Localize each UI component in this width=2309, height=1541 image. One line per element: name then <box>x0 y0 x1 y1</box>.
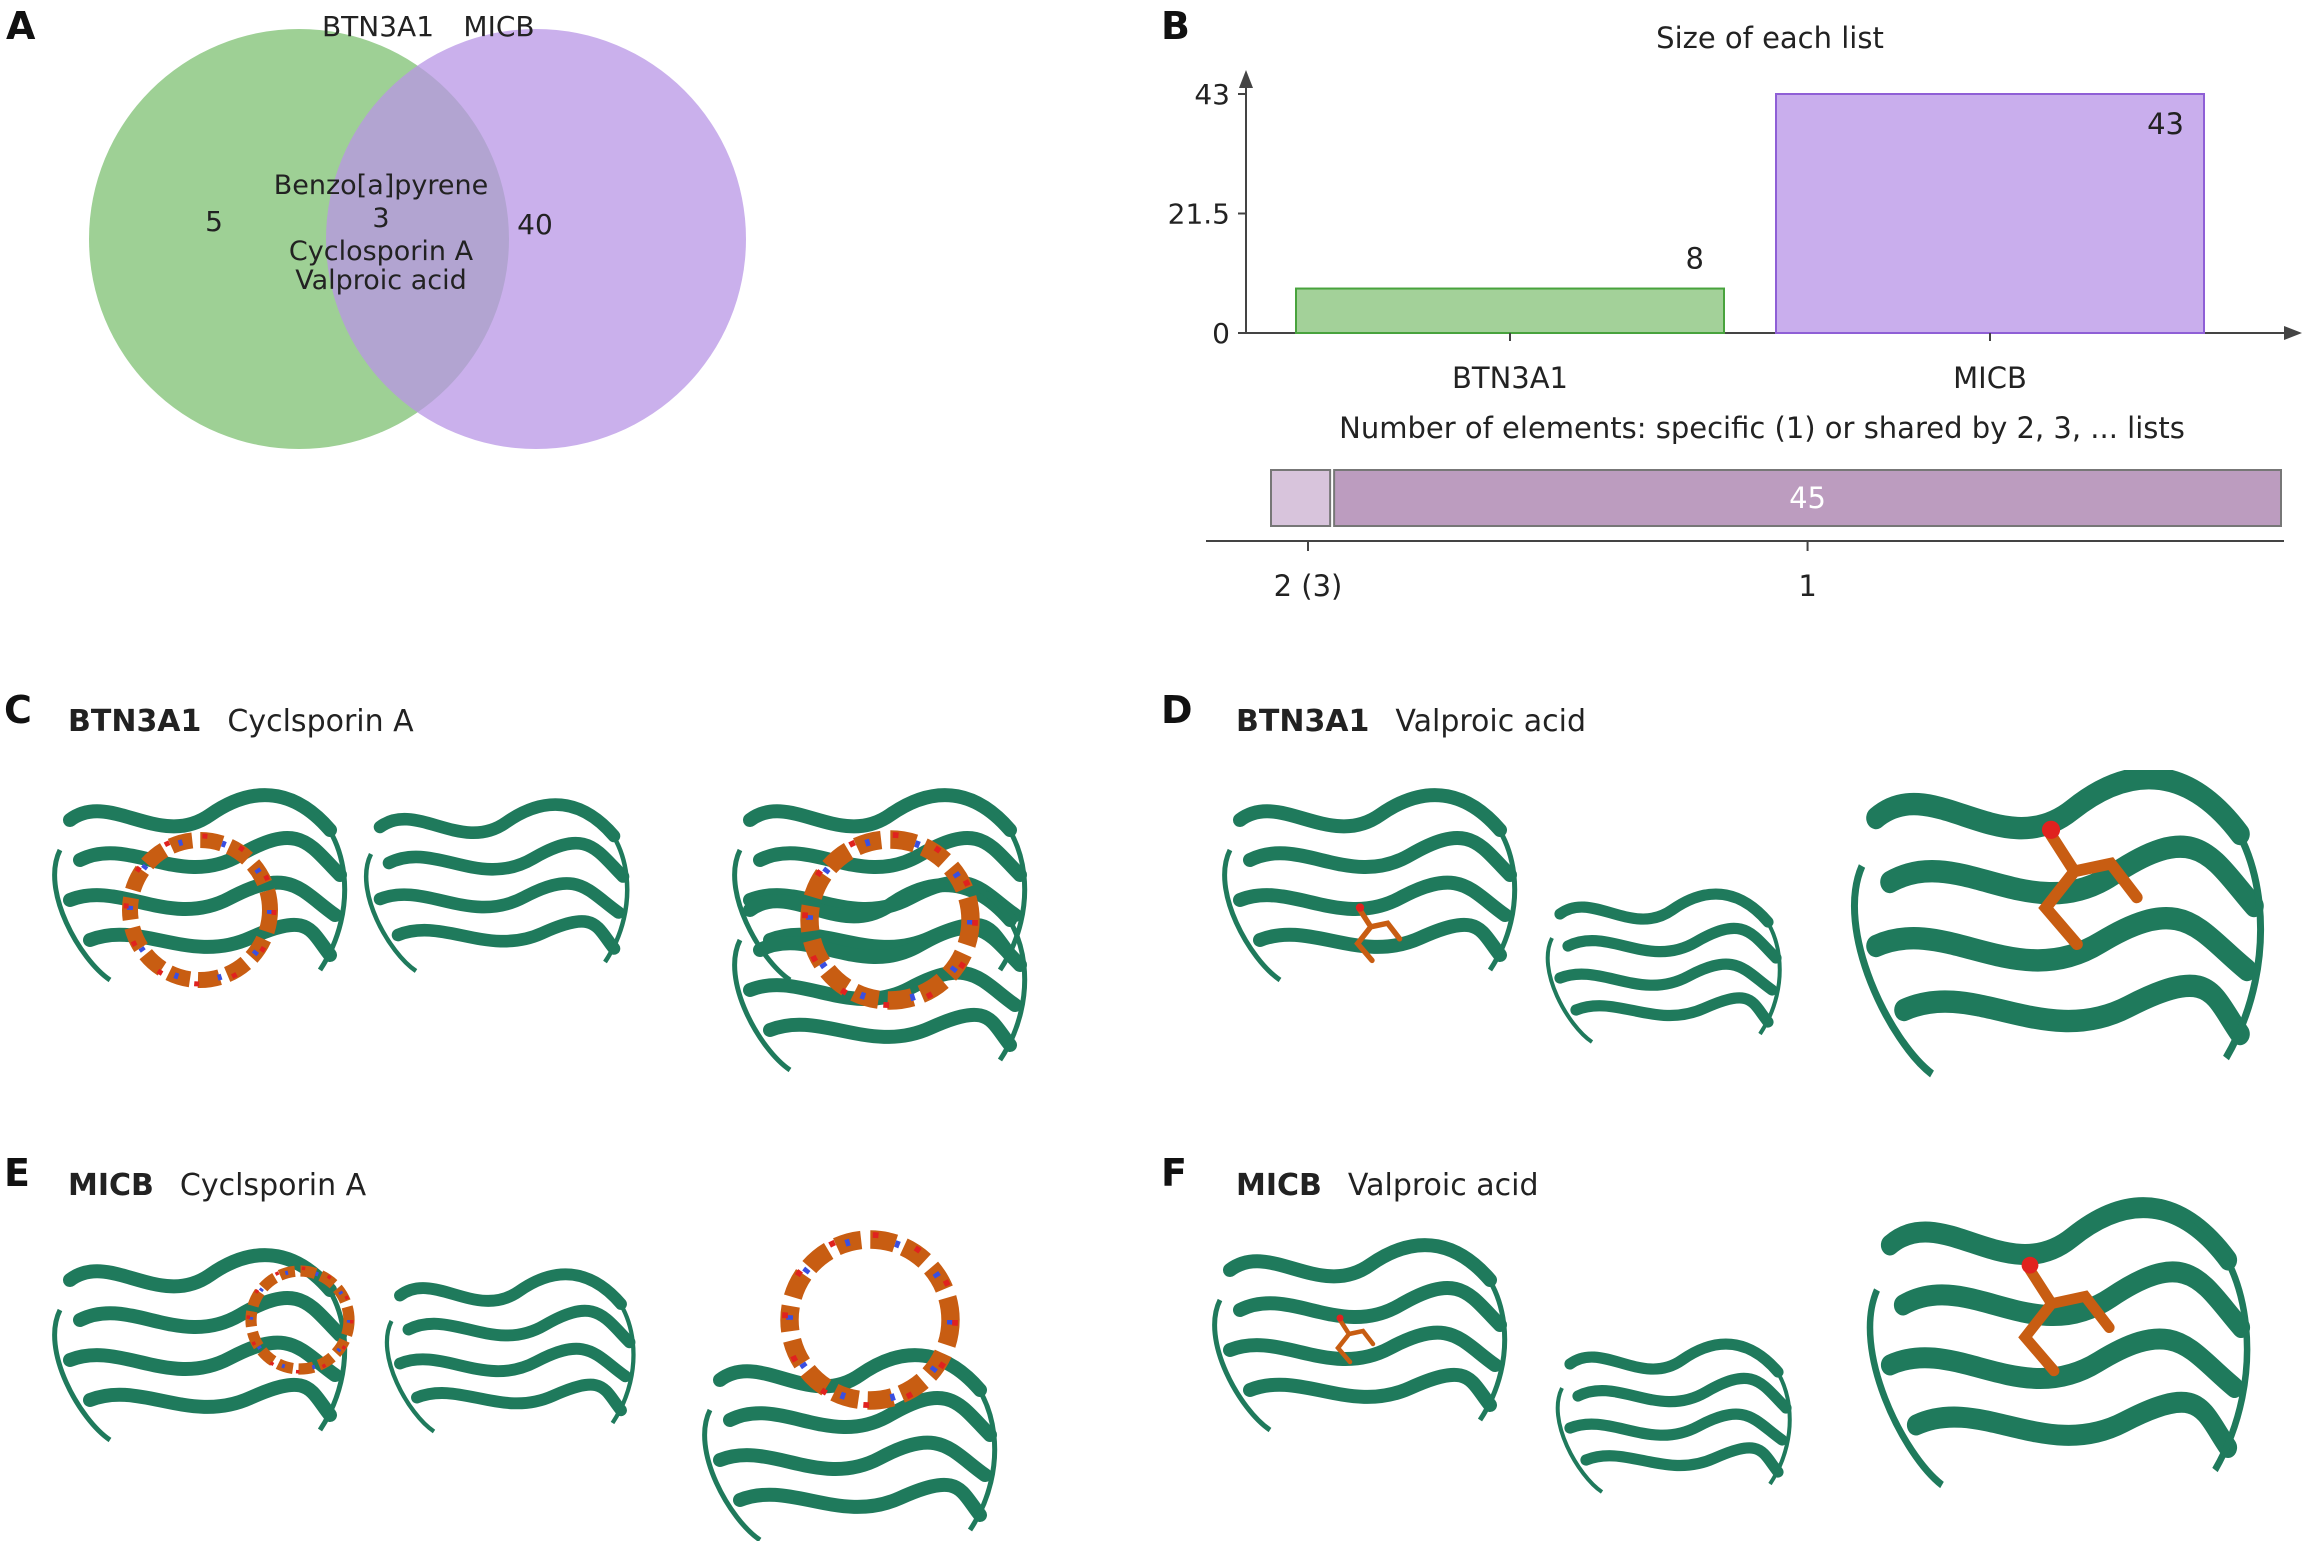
secondary-tick-label: 2 (3) <box>1274 569 1343 603</box>
venn-left-label: BTN3A1 <box>322 10 434 43</box>
bar-btn3a1 <box>1295 287 1725 334</box>
panel-c-heading: BTN3A1 Cyclsporin A <box>68 704 414 739</box>
shared-bar-segment <box>1333 469 2282 527</box>
panel-a-letter: A <box>6 4 36 48</box>
bar-value-label: 8 <box>1686 242 1704 276</box>
y-axis-arrow <box>1239 70 1253 88</box>
list-size-chart: Size of each list 021.543 8BTN3A143MICB … <box>1168 21 2302 603</box>
x-category-label: BTN3A1 <box>1452 361 1568 395</box>
y-ticks-group: 0 21.5 43 <box>1168 78 1246 350</box>
panel-f-structure-closeup <box>1870 1208 2247 1485</box>
panel-e-structure-closeup <box>705 1235 995 1540</box>
venn-diagram: BTN3A1 MICB 5 40 Benzo[a]pyrene 3 Cyclos… <box>89 10 746 449</box>
venn-intersection-count: 3 <box>372 203 389 234</box>
venn-intersection-item-1: Benzo[a]pyrene <box>274 170 489 201</box>
secondary-bars-group: 45 2 (3) 1 <box>1270 469 2282 603</box>
panel-c-structure-overview <box>55 795 628 984</box>
panel-f-structure-overview <box>1215 1245 1790 1492</box>
panel-c-ligand: Cyclsporin A <box>227 704 414 739</box>
panel-d-ligand: Valproic acid <box>1395 704 1587 739</box>
panel-f-protein: MICB <box>1236 1168 1322 1203</box>
x-category-label: MICB <box>1953 361 2027 395</box>
venn-intersection-item-2: Cyclosporin A <box>289 236 474 267</box>
panel-c-letter: C <box>4 688 32 732</box>
secondary-tick-label: 1 <box>1798 569 1816 603</box>
venn-right-only-count: 40 <box>517 208 553 241</box>
panel-d-structure-closeup <box>1854 770 2260 1120</box>
x-axis-arrow <box>2284 326 2302 340</box>
shared-bar-segment <box>1270 469 1332 527</box>
panel-d-letter: D <box>1161 688 1193 732</box>
bar-micb <box>1775 93 2205 334</box>
panel-e-protein: MICB <box>68 1168 154 1203</box>
venn-right-label: MICB <box>463 10 534 43</box>
venn-right-circle <box>326 29 746 449</box>
y-tick-label: 43 <box>1194 78 1230 111</box>
secondary-chart-title: Number of elements: specific (1) or shar… <box>1339 411 2185 445</box>
panel-f-ligand: Valproic acid <box>1347 1168 1539 1203</box>
panel-b-letter: B <box>1161 4 1190 48</box>
panel-e-heading: MICB Cyclsporin A <box>68 1168 366 1203</box>
panel-e-structure-overview <box>55 1255 634 1440</box>
panel-c-protein: BTN3A1 <box>68 704 202 739</box>
panel-d-structure-overview <box>1225 795 1780 1042</box>
panel-e-letter: E <box>4 1151 30 1195</box>
y-tick-label: 0 <box>1212 317 1230 350</box>
chart-title: Size of each list <box>1656 21 1884 55</box>
y-tick-label: 21.5 <box>1168 198 1230 231</box>
shared-bar-label: 45 <box>1789 481 1826 515</box>
panel-d-protein: BTN3A1 <box>1236 704 1370 739</box>
panel-f-heading: MICB Valproic acid <box>1236 1168 1539 1203</box>
venn-intersection-item-3: Valproic acid <box>295 265 467 296</box>
panel-d-heading: BTN3A1 Valproic acid <box>1236 704 1586 739</box>
panel-c-structure-closeup <box>735 795 1025 1070</box>
venn-left-only-count: 5 <box>205 205 223 238</box>
panel-e-ligand: Cyclsporin A <box>179 1168 367 1203</box>
panel-f-letter: F <box>1161 1151 1187 1195</box>
bar-value-label: 43 <box>2147 107 2184 141</box>
molecular-images <box>0 770 2309 1541</box>
